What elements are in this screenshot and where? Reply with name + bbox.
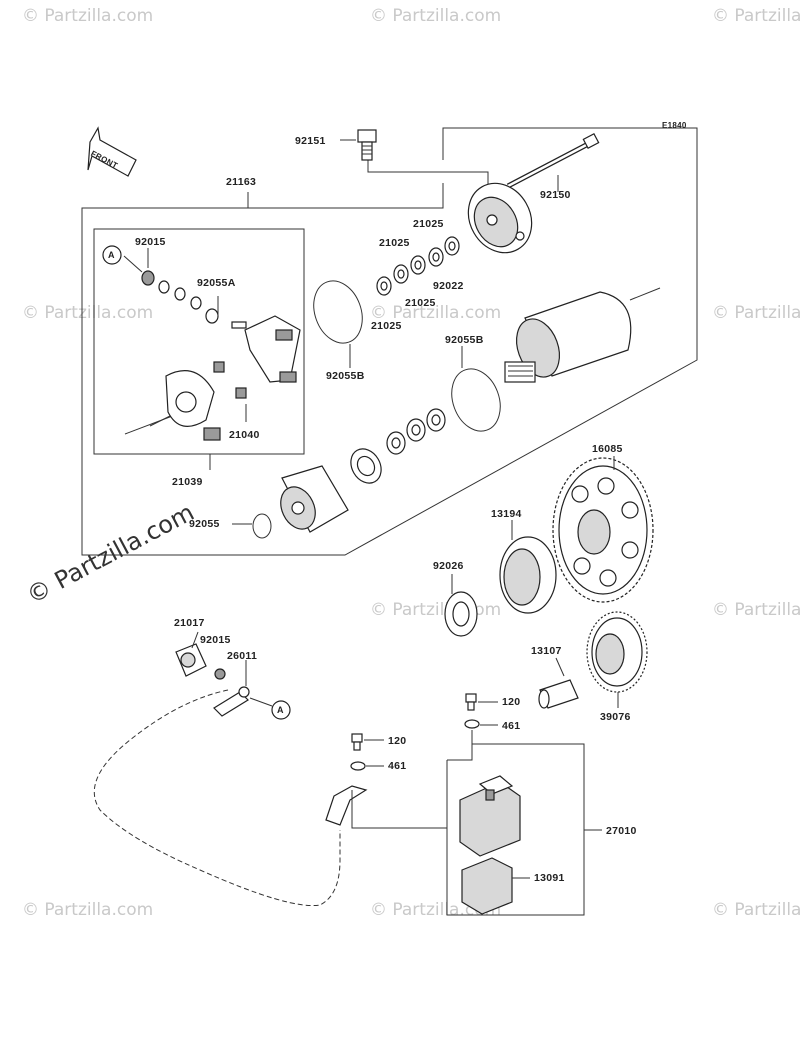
part-label: 27010 [606, 825, 637, 837]
diagram-code: E1840 [662, 121, 687, 130]
bolt-120 [350, 693, 480, 771]
leader [351, 790, 447, 829]
leader-bolt-92151 [367, 156, 489, 196]
part-label: 21025 [413, 218, 444, 230]
part-label: 120 [388, 735, 407, 747]
watermark: © Partzilla.com [370, 6, 502, 26]
clutch-13194 [499, 536, 557, 614]
watermark: © Partzilla.com [712, 900, 800, 920]
pointer-c [629, 287, 661, 301]
part-label: 26011 [227, 650, 258, 662]
bolt-92151 [357, 129, 377, 161]
watermark: © Partzilla.com [712, 600, 800, 620]
part-label: 461 [388, 760, 407, 772]
part-label: 21025 [371, 320, 402, 332]
ref-marker [271, 700, 291, 720]
assembly-outline [81, 127, 698, 556]
bolt-92150 [506, 132, 600, 192]
washer-stack-lower [386, 408, 446, 455]
part-label: 21025 [405, 297, 436, 309]
o-ring-92055B [451, 368, 501, 432]
part-label: 13091 [534, 872, 565, 884]
leader [555, 657, 565, 677]
gear-16085 [552, 457, 654, 603]
relay-box [446, 743, 585, 916]
watermark: © Partzilla.com [712, 303, 800, 323]
bracket-plate [350, 448, 382, 484]
ref-marker [102, 245, 122, 265]
brush-holder [141, 270, 301, 441]
part-label: 92022 [433, 280, 464, 292]
starter-cable [93, 643, 368, 907]
part-label: 13194 [491, 508, 522, 520]
part-label: 92150 [540, 189, 571, 201]
relay-cover-13091 [461, 857, 513, 915]
ref-marker-label: A [277, 705, 284, 715]
gear-39076 [586, 611, 648, 693]
part-label: 92026 [433, 560, 464, 572]
o-ring-92055B [313, 280, 363, 344]
washer-92026-hole [452, 601, 470, 627]
part-label: 92015 [135, 236, 166, 248]
part-label: 92151 [295, 135, 326, 147]
leader [123, 255, 143, 273]
ref-marker-label: A [108, 250, 115, 260]
relay-27010 [459, 775, 521, 857]
part-label: 92055B [445, 334, 484, 346]
brush-subbox [93, 228, 305, 455]
leader [249, 697, 273, 707]
watermark: © Partzilla.com [22, 6, 154, 26]
end-cover [467, 182, 533, 254]
part-label: 92015 [200, 634, 231, 646]
part-label: 21163 [226, 176, 257, 188]
part-label: 120 [502, 696, 521, 708]
o-ring-92055 [252, 513, 272, 539]
leader [191, 631, 199, 649]
washer-stack [376, 236, 460, 296]
part-label: 21025 [379, 237, 410, 249]
part-label: 92055 [189, 518, 220, 530]
part-label: 461 [502, 720, 521, 732]
front-arrow-icon [87, 126, 137, 177]
part-label: 21040 [229, 429, 260, 441]
part-label: 21017 [174, 617, 205, 629]
watermark: © Partzilla.com [712, 6, 800, 26]
shaft-13107 [538, 679, 579, 709]
motor-yoke [504, 291, 632, 383]
watermark: © Partzilla.com [22, 900, 154, 920]
part-label: 92055A [197, 277, 236, 289]
part-label: 13107 [531, 645, 562, 657]
part-label: 16085 [592, 443, 623, 455]
leader [447, 730, 473, 761]
watermark: © Partzilla.com [22, 303, 154, 323]
pointer-b [124, 414, 176, 435]
part-label: 92055B [326, 370, 365, 382]
part-label: 21039 [172, 476, 203, 488]
front-cover [280, 465, 349, 533]
part-label: 39076 [600, 711, 631, 723]
watermark: © Partzilla.com [370, 303, 502, 323]
